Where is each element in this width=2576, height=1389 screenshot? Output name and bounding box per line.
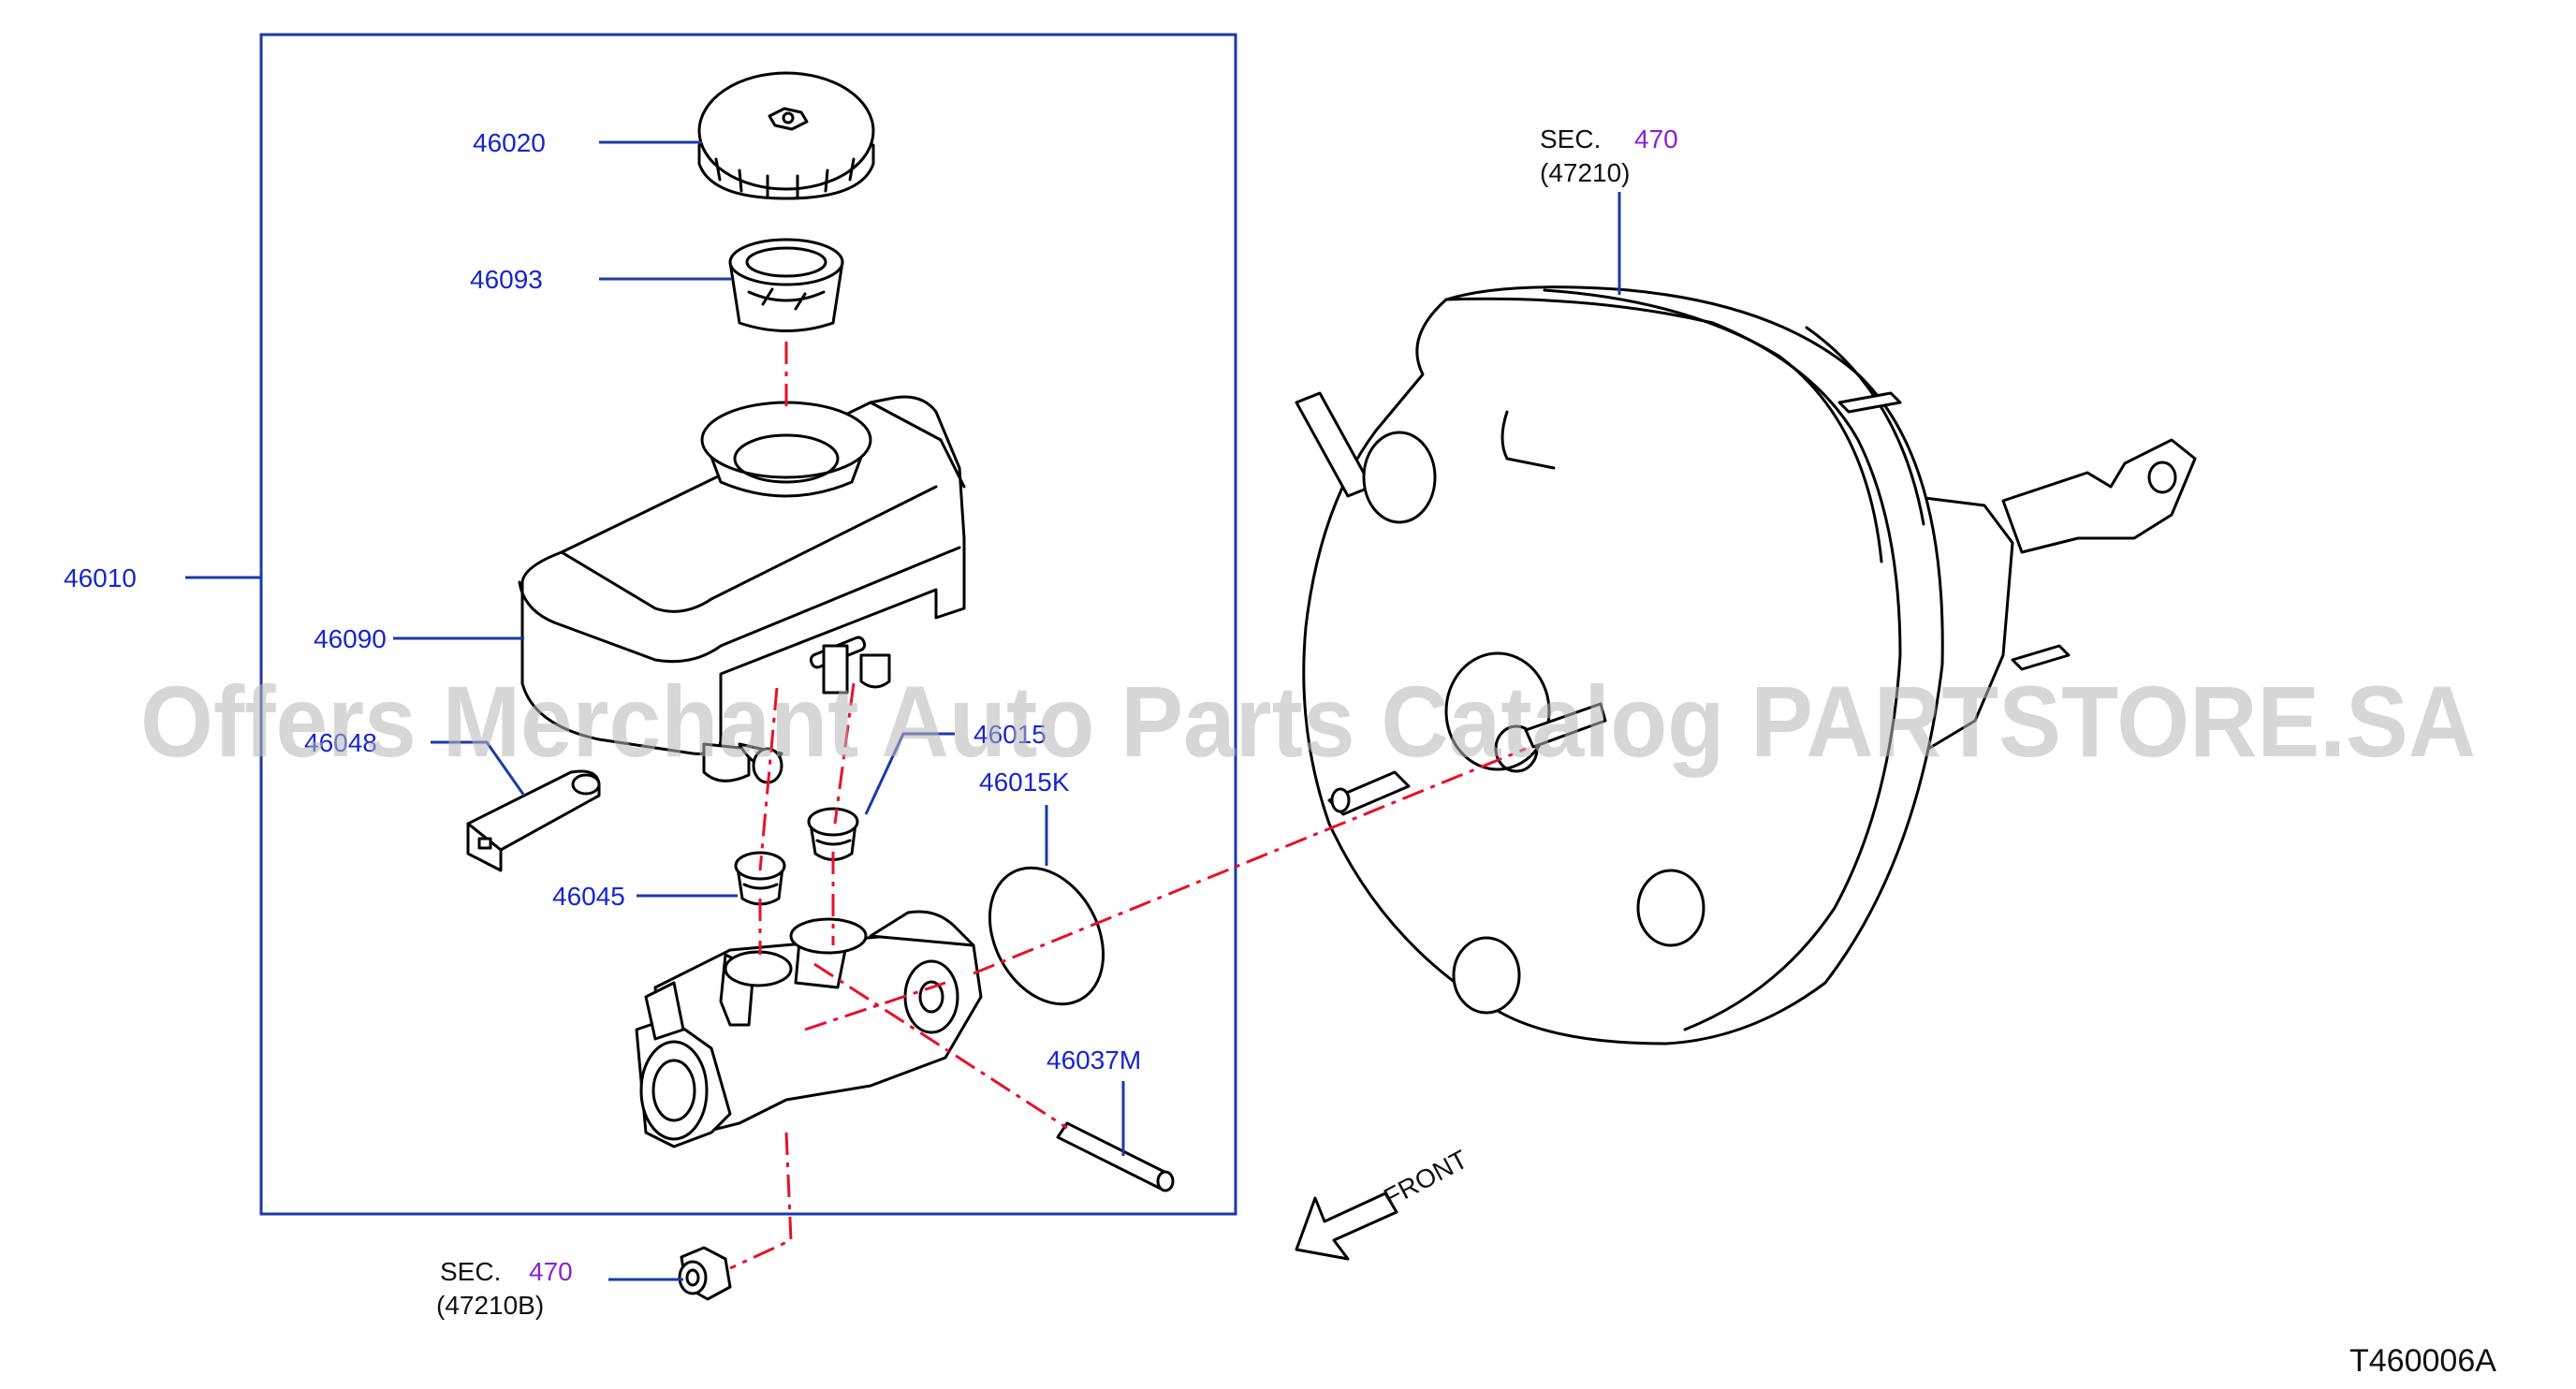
master-cylinder-body[interactable] [635,910,983,1148]
label-46045[interactable]: 46045 [552,882,625,911]
reservoir-strainer[interactable] [728,238,844,332]
sec-ref-bottom-link[interactable]: 470 [529,1257,573,1286]
front-direction-arrow [1295,1192,1398,1261]
front-label: FRONT [1379,1145,1472,1213]
label-46093[interactable]: 46093 [470,265,543,294]
sec-ref-bottom-prefix: SEC. [440,1257,501,1286]
label-46015k[interactable]: 46015K [979,768,1070,797]
label-46090[interactable]: 46090 [314,624,387,653]
brake-booster[interactable] [1295,285,2197,1045]
sec-ref-top-part: (47210) [1540,158,1631,187]
label-46037m[interactable]: 46037M [1046,1045,1141,1075]
label-46020[interactable]: 46020 [473,128,546,157]
retaining-pin[interactable] [1056,1121,1175,1192]
label-46010[interactable]: 46010 [64,563,137,592]
label-46015[interactable]: 46015 [973,720,1046,749]
watermark: Offers Merchant Auto Parts Catalog PARTS… [140,665,2476,778]
label-46048[interactable]: 46048 [304,728,377,757]
fluid-level-sensor[interactable] [466,769,601,872]
grommet-right[interactable] [807,807,859,861]
o-ring[interactable] [967,848,1125,1024]
diagram-code: T460006A [2349,1343,2496,1379]
sec-ref-bottom-part: (47210B) [436,1291,544,1320]
assembly-axis-lines [729,342,1527,1270]
mounting-nut[interactable] [678,1246,732,1301]
sec-ref-top-link[interactable]: 470 [1634,124,1678,154]
sec-ref-top-prefix: SEC. [1540,124,1601,154]
reservoir-tank[interactable] [518,395,966,784]
leader-lines [185,140,1621,1281]
assembly-frame [259,33,1237,1216]
reservoir-cap[interactable] [697,71,875,200]
